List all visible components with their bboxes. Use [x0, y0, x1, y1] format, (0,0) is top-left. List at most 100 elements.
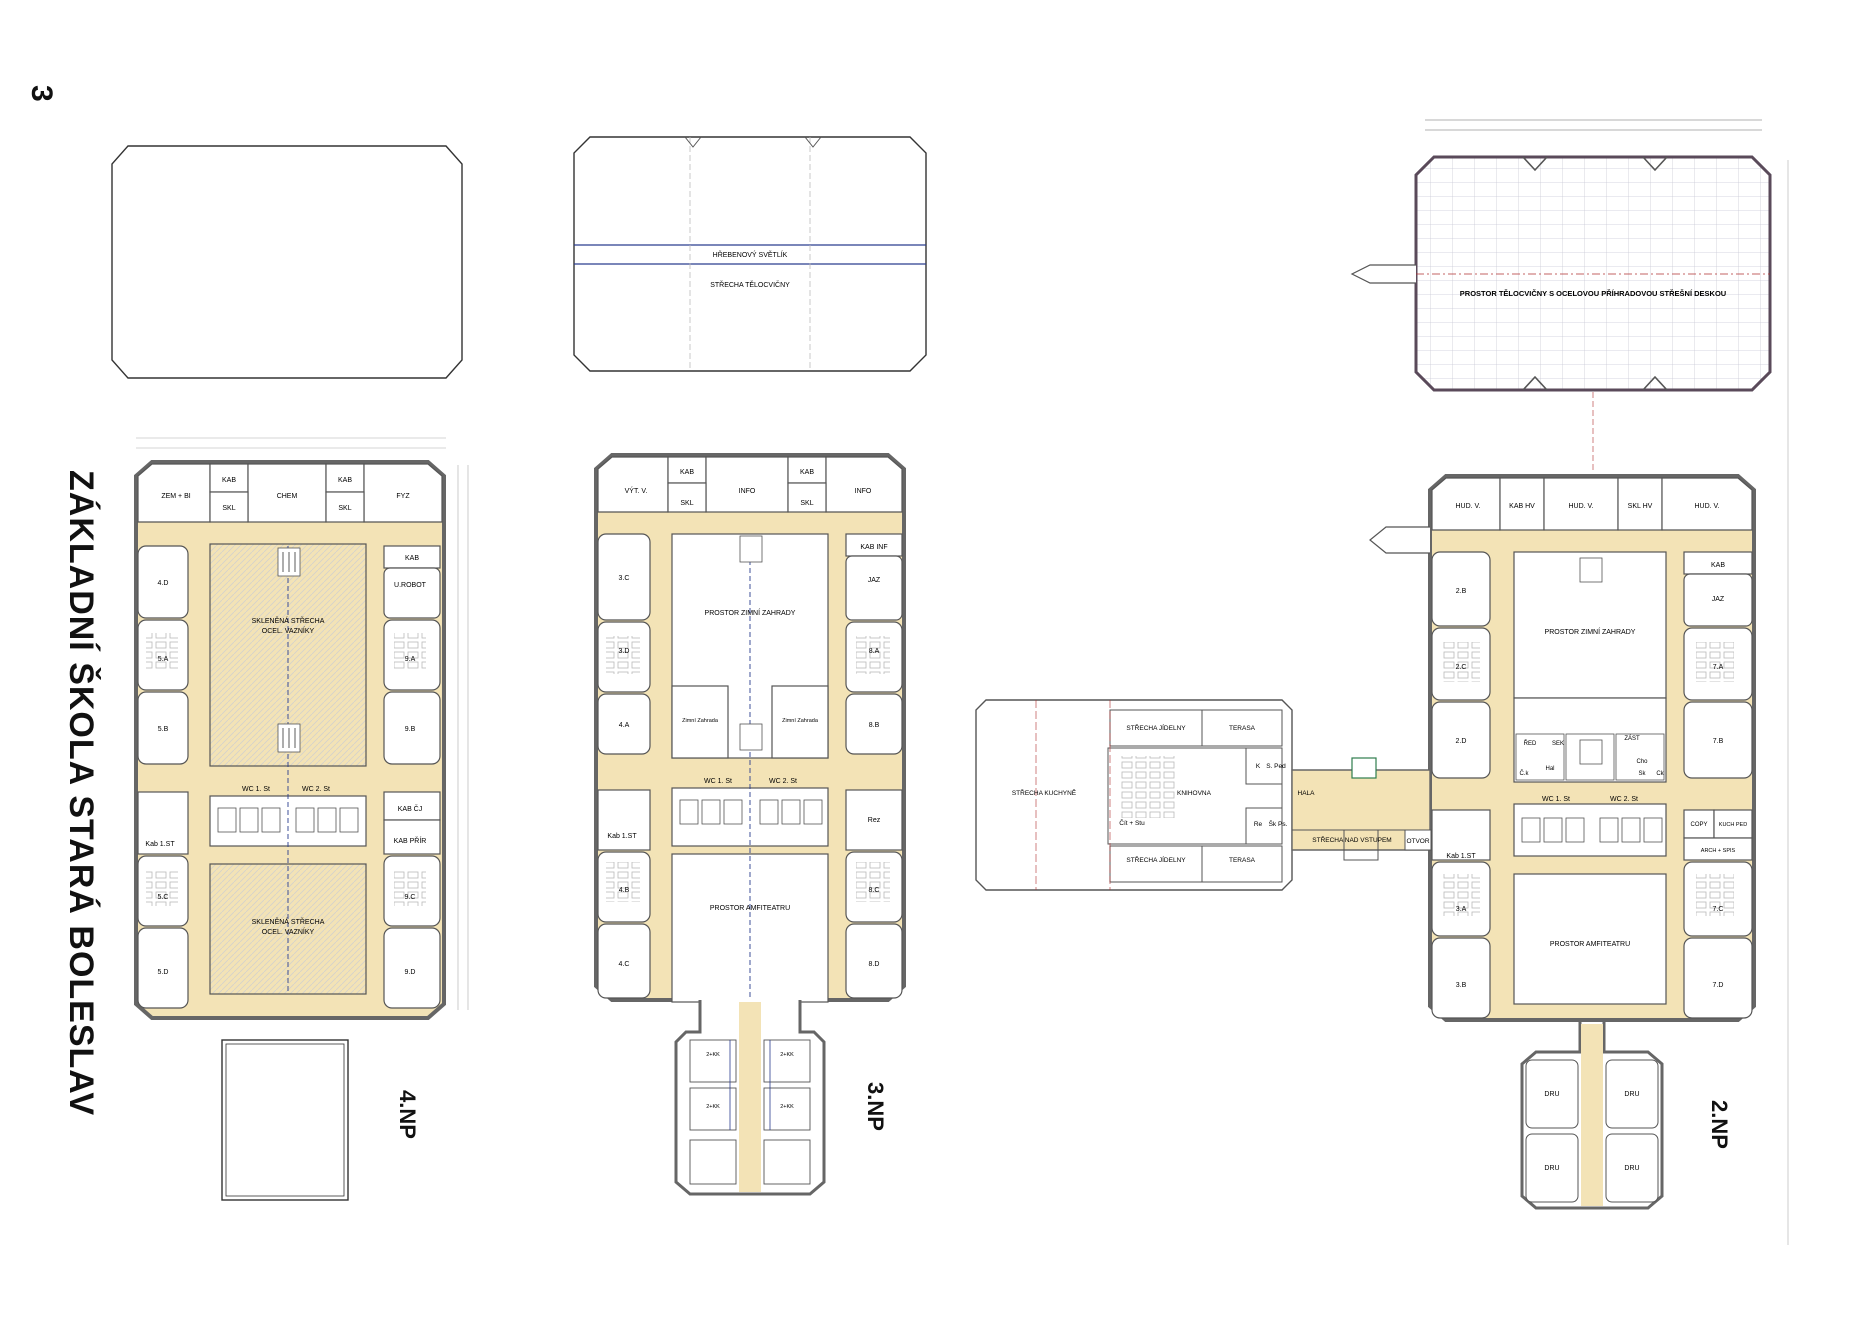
wc-2np-1: WC 1. St: [1542, 796, 1570, 803]
room-3np-right-6: 8.C: [869, 887, 880, 894]
room-3np-right-7: 8.D: [869, 961, 880, 968]
wc-3np-1: WC 1. St: [704, 778, 732, 785]
courtyard-4np-lower-line2: OCEL. VAZNÍKY: [262, 927, 315, 936]
room-4np-top-3: CHEM: [277, 493, 298, 500]
room-4np-left-1: 4.D: [158, 580, 169, 587]
courtyard-4np-upper-line1: SKLENĚNÁ STŘECHA: [252, 616, 325, 625]
page-title: ZÁKLADNÍ ŠKOLA STARÁ BOLESLAV: [62, 470, 100, 1117]
room-3np-right-5: Rez: [868, 817, 881, 824]
annex-2np-room-3: DRU: [1544, 1165, 1559, 1172]
annex-3np-room-2: 2+KK: [780, 1052, 794, 1058]
room-2np-top-2: KAB HV: [1509, 503, 1535, 510]
room-4np-right-8: 9.D: [405, 969, 416, 976]
room-2np-right-4: 7.B: [1713, 738, 1724, 745]
room-3np-left-3: 4.A: [619, 722, 630, 729]
room-2np-left-4: Kab 1.ST: [1446, 853, 1476, 860]
wc-3np-2: WC 2. St: [769, 778, 797, 785]
canteen-12: HALA: [1298, 790, 1316, 797]
admin-2np-1: ŘED: [1524, 739, 1537, 747]
room-4np-left-2: 5.A: [158, 656, 169, 663]
ridge-skylight-label: HŘEBENOVÝ SVĚTLÍK: [713, 250, 788, 259]
room-2np-left-6: 3.B: [1456, 982, 1467, 989]
wc-4np-2: WC 2. St: [302, 786, 330, 793]
canteen-3: TERASA: [1229, 725, 1256, 732]
canteen-6: KNIHOVNA: [1177, 790, 1212, 797]
zone-2np-winter-garden: PROSTOR ZIMNÍ ZAHRADY: [1545, 627, 1636, 636]
admin-2np-5: Cho: [1636, 759, 1648, 765]
room-4np-right-3: 9.A: [405, 656, 416, 663]
room-4np-top-1: ZEM + BI: [161, 493, 190, 500]
room-4np-right-7: 9.C: [405, 894, 416, 901]
floor-plan-4np: ZEM + BI KAB CHEM KAB FYZ SKL SKL 4.D 5.…: [134, 437, 469, 1201]
room-2np-right-5: COPY: [1690, 822, 1707, 828]
canteen-11: Šk Ps.: [1269, 819, 1288, 828]
room-2np-left-1: 2.B: [1456, 588, 1467, 595]
room-2np-right-6: KUCH PED: [1719, 822, 1747, 828]
room-2np-right-2: JAZ: [1712, 596, 1725, 603]
floor-plan-3np: VÝT. V. KAB INFO KAB INFO SKL SKL 3.C 3.…: [594, 453, 906, 1196]
floor-label-3np: 3.NP: [863, 1082, 888, 1131]
room-4np-right-6: KAB PŘÍR: [394, 836, 427, 845]
wc-4np-1: WC 1. St: [242, 786, 270, 793]
room-3np-left-4: Kab 1.ST: [607, 833, 637, 840]
canteen-1: STŘECHA KUCHYNĚ: [1012, 788, 1077, 797]
floor-label-4np: 4.NP: [395, 1090, 420, 1139]
zone-3np-amphitheatre: PROSTOR AMFITEATRU: [710, 905, 790, 912]
room-2np-right-1: KAB: [1711, 562, 1725, 569]
gym-space-label: PROSTOR TĚLOCVIČNY S OCELOVOU PŘÍHRADOVO…: [1460, 289, 1726, 298]
admin-2np-8: Ck: [1656, 771, 1664, 777]
floor-label-2np: 2.NP: [1707, 1100, 1732, 1149]
roof-plan-4np: [111, 145, 463, 379]
room-2np-right-8: 7.C: [1713, 906, 1724, 913]
canteen-2: STŘECHA JÍDELNY: [1126, 723, 1186, 732]
room-3np-top-1: VÝT. V.: [625, 486, 648, 495]
annex-3np-room-4: 2+KK: [780, 1104, 794, 1110]
annex-2np-room-1: DRU: [1544, 1091, 1559, 1098]
room-4np-right-1: KAB: [405, 555, 419, 562]
room-3np-top-5: INFO: [855, 488, 872, 495]
gym-plan-2np: PROSTOR TĚLOCVIČNY S OCELOVOU PŘÍHRADOVO…: [1350, 119, 1789, 1245]
admin-2np-7: Sk: [1638, 771, 1646, 777]
sheet-number: 3: [25, 85, 58, 102]
courtyard-4np-upper-line2: OCEL. VAZNÍKY: [262, 626, 315, 635]
zone-3np-winter-garden: PROSTOR ZIMNÍ ZAHRADY: [705, 608, 796, 617]
canteen-5: TERASA: [1229, 857, 1256, 864]
room-4np-left-5: 5.C: [158, 894, 169, 901]
admin-2np-6: Č.k: [1520, 770, 1530, 777]
room-4np-skl-2: SKL: [338, 505, 351, 512]
room-3np-right-1: KAB INF: [860, 544, 887, 551]
room-2np-right-9: 7.D: [1713, 982, 1724, 989]
annex-3np-room-3: 2+KK: [706, 1104, 720, 1110]
room-4np-right-5: KAB ČJ: [398, 804, 423, 813]
admin-2np-4: Hal: [1545, 766, 1554, 772]
zone-3np-winter-garden-a: Zimní Zahrada: [682, 718, 719, 724]
courtyard-4np-lower-line1: SKLENĚNÁ STŘECHA: [252, 917, 325, 926]
room-4np-left-3: 5.B: [158, 726, 169, 733]
admin-2np-3: ZÁST: [1624, 735, 1640, 742]
wc-2np-2: WC 2. St: [1610, 796, 1638, 803]
room-3np-right-4: 8.B: [869, 722, 880, 729]
room-4np-left-4: Kab 1.ST: [145, 841, 175, 848]
room-3np-right-3: 8.A: [869, 648, 880, 655]
room-4np-skl-1: SKL: [222, 505, 235, 512]
canteen-10: Re: [1254, 821, 1263, 828]
room-2np-top-4: SKL HV: [1628, 503, 1653, 510]
canteen-7: Čít + Stu: [1119, 818, 1145, 827]
room-4np-right-2: U.ROBOT: [394, 582, 427, 589]
room-2np-right-7: ARCH + SPIS: [1701, 848, 1736, 854]
room-3np-left-1: 3.C: [619, 575, 630, 582]
zone-2np-amphitheatre: PROSTOR AMFITEATRU: [1550, 941, 1630, 948]
room-2np-left-3: 2.D: [1456, 738, 1467, 745]
room-2np-top-5: HUD. V.: [1694, 503, 1719, 510]
canteen-4: STŘECHA JÍDELNY: [1126, 855, 1186, 864]
room-2np-right-3: 7.A: [1713, 664, 1724, 671]
admin-2np-2: SEK: [1552, 741, 1564, 747]
room-4np-left-6: 5.D: [158, 969, 169, 976]
roof-plan-3np: HŘEBENOVÝ SVĚTLÍK STŘECHA TĚLOCVIČNY: [573, 136, 927, 372]
canteen-8: K: [1256, 763, 1261, 770]
room-4np-top-5: FYZ: [396, 493, 410, 500]
room-4np-right-4: 9.B: [405, 726, 416, 733]
